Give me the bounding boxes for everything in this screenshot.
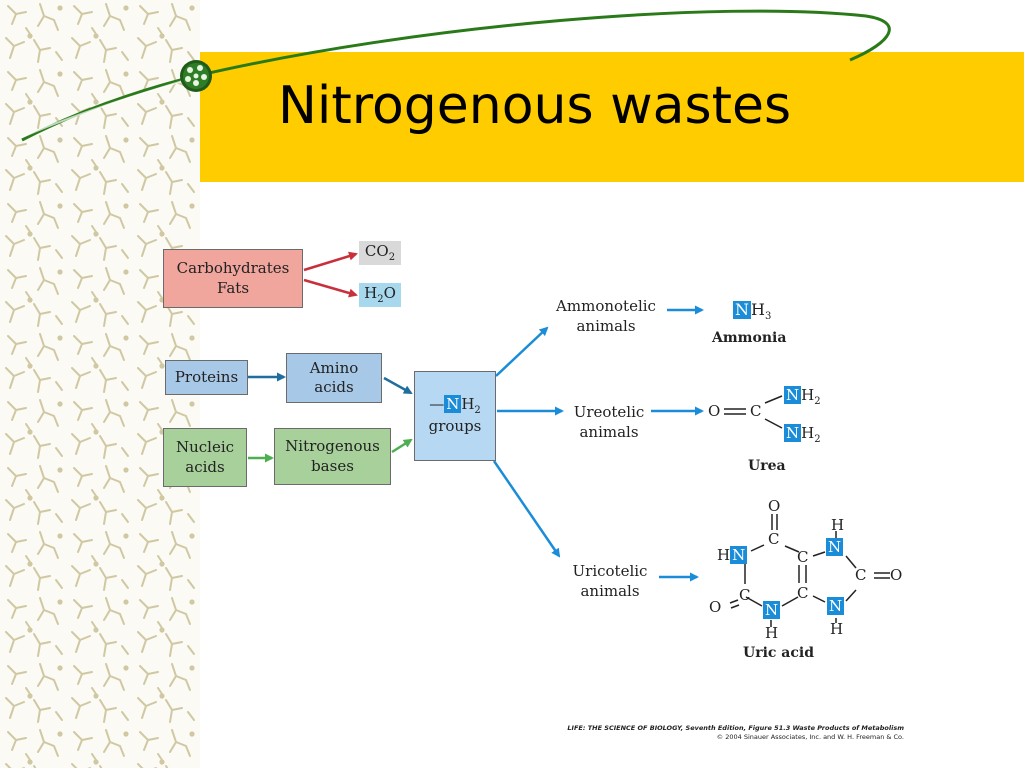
uric-n1: N <box>730 546 748 564</box>
uric-c5: C <box>797 548 809 566</box>
uric-o-top: O <box>768 497 781 515</box>
ammonia-h: H <box>751 300 765 319</box>
uric-n3: N <box>763 601 781 619</box>
uric-o-left: O <box>709 598 722 616</box>
h2o-h: H <box>364 284 378 302</box>
nh2-h: H <box>461 395 475 414</box>
uric-n3-n: N <box>763 601 781 619</box>
ammonotelic-line1: Ammonotelic <box>556 297 656 315</box>
urea-h-bottom: H <box>801 424 815 442</box>
h2o-subscript: 2 <box>377 294 384 305</box>
urea-sub-bottom: 2 <box>814 434 821 445</box>
uric-h-left: H <box>717 546 731 564</box>
uricotelic-label: Uricotelic animals <box>564 561 656 602</box>
nucleic-acids-box: Nucleic acids <box>163 428 247 487</box>
uric-c2: C <box>739 586 751 604</box>
carbohydrates-fats-box: Carbohydrates Fats <box>163 249 303 308</box>
nh2-line2: groups <box>428 417 482 436</box>
nucleic-line1: Nucleic <box>175 438 235 456</box>
uric-c8: C <box>855 566 866 584</box>
uric-h-top-right: H <box>831 516 845 534</box>
nitrogen-highlight: N <box>444 395 462 414</box>
credit-line2: © 2004 Sinauer Associates, Inc. and W. H… <box>716 733 904 742</box>
nh2-dash: — <box>429 395 445 414</box>
carb-box-line2: Fats <box>216 278 250 297</box>
arrow-to-h2o <box>303 278 358 298</box>
uric-n7: N <box>826 538 844 556</box>
ureotelic-label: Ureotelic animals <box>566 402 652 443</box>
uric-c8-c: C <box>855 566 867 584</box>
proteins-label: Proteins <box>174 367 239 386</box>
uric-c4: C <box>797 584 809 602</box>
title-swoosh <box>19 9 891 142</box>
uricotelic-line2: animals <box>580 582 640 601</box>
urea-bonds <box>724 395 783 429</box>
urea-sub-top: 2 <box>814 396 821 407</box>
uric-acid-name: Uric acid <box>743 645 815 661</box>
urea-h-top: H <box>801 386 815 404</box>
urea-n-top: N <box>784 386 802 404</box>
uric-o-right: O <box>890 566 903 584</box>
amino-line2: acids <box>314 378 354 396</box>
bases-line2: bases <box>311 456 354 475</box>
urea-n-bottom: N <box>784 424 802 442</box>
uric-n9: N <box>827 597 845 615</box>
ammonotelic-label: Ammonotelic animals <box>549 296 663 337</box>
uric-n-top-right: N <box>826 538 844 556</box>
h2o-o: O <box>383 284 396 302</box>
credit-line1: LIFE: THE SCIENCE OF BIOLOGY, Seventh Ed… <box>567 724 904 732</box>
urea-o: O <box>708 402 721 420</box>
arrow-bases-to-nh2 <box>391 438 413 454</box>
uric-c-top: C <box>768 530 780 548</box>
ammonia-name: Ammonia <box>712 330 787 346</box>
arrow-to-co2 <box>303 251 358 272</box>
ammonia-n: N <box>733 300 751 319</box>
arrow-amino-to-nh2 <box>383 376 413 395</box>
co2-label: CO2 <box>359 241 401 265</box>
nucleic-line2: acids <box>185 457 225 476</box>
ammonia-subscript: 3 <box>764 311 772 323</box>
co2-text: CO <box>364 242 389 260</box>
amino-acids-box: Amino acids <box>286 353 382 403</box>
urea-c: C <box>750 402 762 420</box>
proteins-box: Proteins <box>165 360 248 395</box>
arrow-to-uricotelic <box>492 460 561 558</box>
ureotelic-line2: animals <box>579 423 639 442</box>
ureotelic-line1: Ureotelic <box>573 403 645 421</box>
uric-acid-bonds <box>729 514 890 627</box>
co2-subscript: 2 <box>388 252 396 263</box>
figure-credit: LIFE: THE SCIENCE OF BIOLOGY, Seventh Ed… <box>556 724 904 742</box>
uric-h-bottom-right: H <box>830 620 844 638</box>
sphere-bullet-icon <box>180 60 212 92</box>
uric-n9-n: N <box>827 597 845 615</box>
nh2-subscript: 2 <box>474 405 481 417</box>
ammonotelic-line2: animals <box>576 317 636 336</box>
arrow-to-ammonotelic <box>495 326 549 377</box>
slide-title: Nitrogenous wastes <box>278 76 792 136</box>
uricotelic-line1: Uricotelic <box>572 562 648 580</box>
carb-box-line1: Carbohydrates <box>176 259 290 277</box>
title-banner <box>200 52 1024 182</box>
h2o-label: H2O <box>359 283 401 307</box>
uric-h-bottom-left: H <box>765 624 779 642</box>
urea-name: Urea <box>748 458 786 474</box>
bases-line1: Nitrogenous <box>285 437 380 455</box>
nitrogenous-bases-box: Nitrogenous bases <box>274 428 391 485</box>
amino-line1: Amino <box>309 358 359 377</box>
